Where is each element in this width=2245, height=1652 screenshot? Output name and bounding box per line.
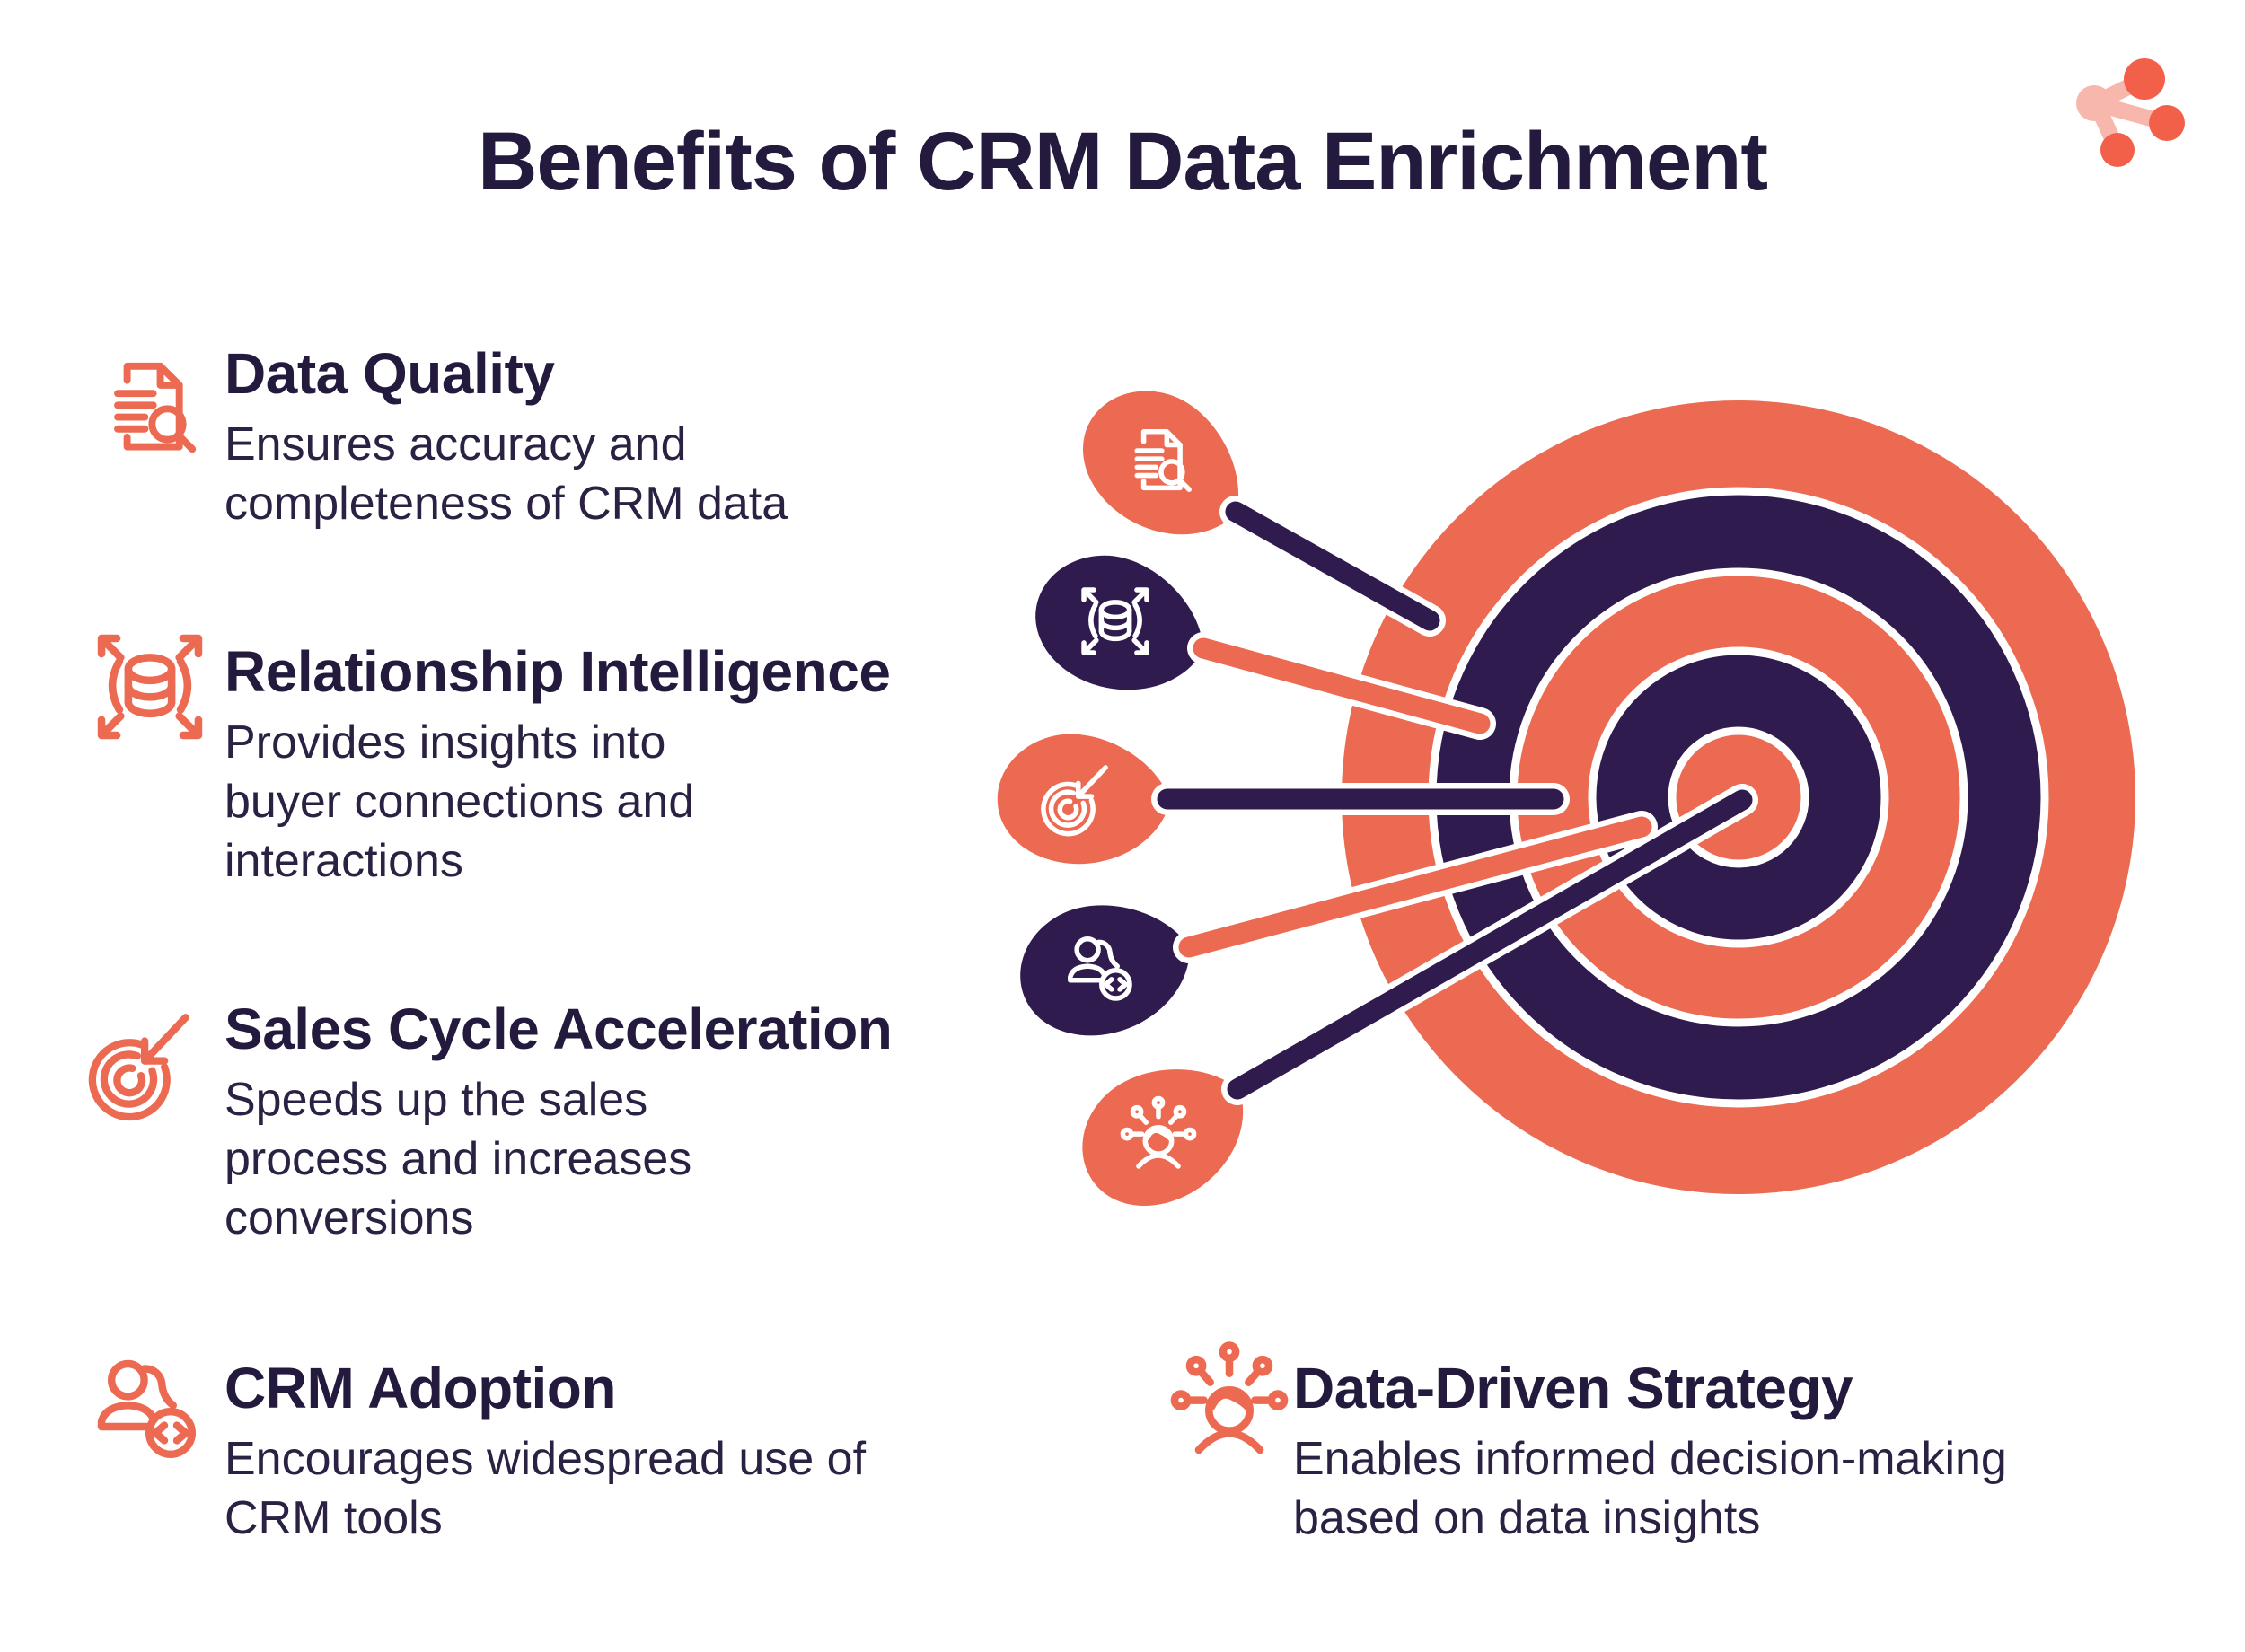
dart-shaft-crm-adoption: [1173, 811, 1658, 963]
dart-head-sales-cycle-acceleration: [997, 734, 1170, 865]
dart-head-crm-adoption: [1005, 883, 1206, 1053]
dart-shaft-data-driven-strategy: [1221, 784, 1758, 1105]
benefit-description: Enables informed decision-making based o…: [1293, 1433, 2007, 1544]
users-code-icon: [83, 1345, 208, 1471]
benefit-description: Speeds up the sales process and increase…: [224, 1074, 692, 1244]
benefit-title: CRM Adoption: [224, 1356, 616, 1420]
benefit-title: Relationship Intelligence: [224, 639, 891, 704]
benefit-description: Encourages widespread use of CRM tools: [224, 1433, 867, 1544]
dart-shafts: [1151, 496, 1758, 1105]
database-expand-icon: [86, 623, 214, 751]
page-title: Benefits of CRM Data Enrichment: [477, 116, 1768, 207]
dart-head-relationship-intelligence: [1019, 538, 1222, 711]
benefit-title: Data Quality: [224, 341, 555, 406]
dartboard-illustration: [997, 364, 2135, 1234]
target-arrow-icon: [79, 1000, 203, 1124]
document-search-icon: [92, 348, 210, 467]
benefit-description: Provides insights into buyer connections…: [224, 716, 695, 887]
benefit-title: Data-Driven Strategy: [1293, 1356, 1853, 1420]
dart-shaft-relationship-intelligence: [1187, 632, 1496, 740]
benefit-title: Sales Cycle Acceleration: [224, 997, 893, 1061]
person-insights-icon: [1166, 1338, 1293, 1465]
dart-shaft-data-quality: [1219, 496, 1446, 637]
network-nodes-icon: [2076, 58, 2185, 167]
benefit-description: Ensures accuracy and completeness of CRM…: [224, 418, 788, 530]
